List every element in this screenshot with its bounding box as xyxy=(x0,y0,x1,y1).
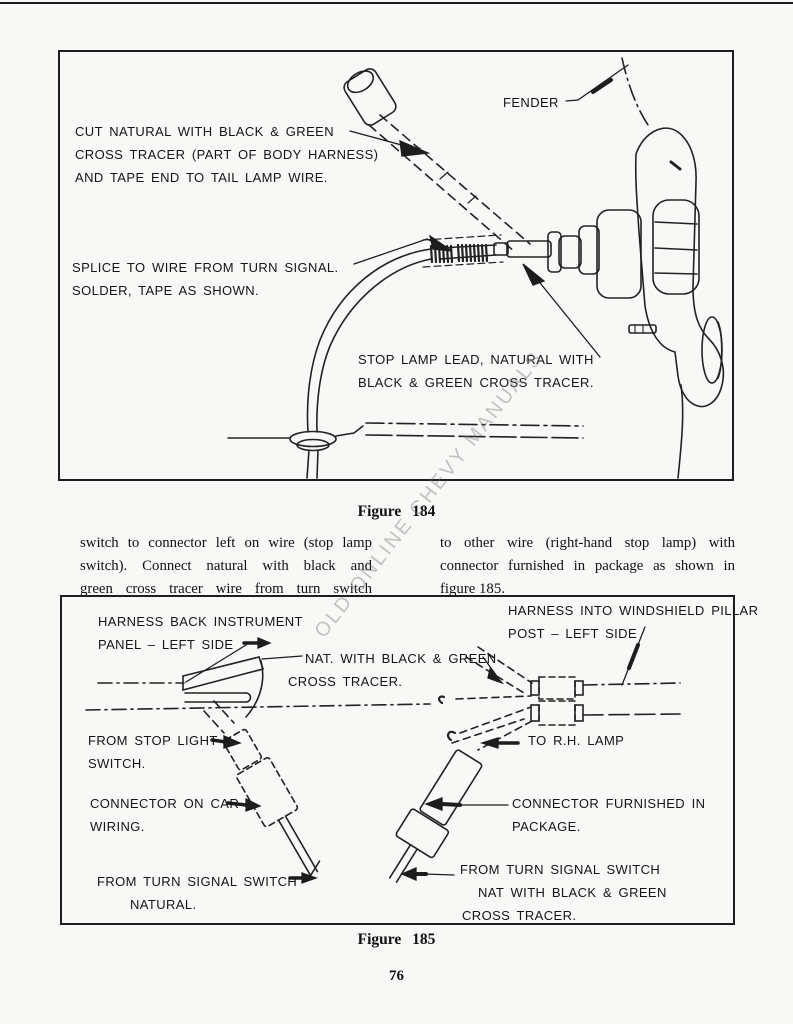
figure-185-drawing xyxy=(85,626,681,884)
figure-185-caption: Figure 185 xyxy=(357,931,436,948)
turn-signal-left-arrow xyxy=(288,872,318,884)
cut-natural-leader xyxy=(349,130,431,157)
windshield-line2: POST – LEFT SIDE xyxy=(508,626,638,641)
nat-tracer-line2: CROSS TRACER. xyxy=(288,674,403,689)
stop-light-label: FROM STOP LIGHT SWITCH. xyxy=(88,729,218,775)
windshield-line1: HARNESS INTO WINDSHIELD PILLAR xyxy=(508,603,759,618)
connector-furnished-in-package xyxy=(388,749,483,883)
splice-line1: SPLICE TO WIRE FROM TURN SIGNAL. xyxy=(72,260,339,275)
right-col-line3: figure 185. xyxy=(440,581,505,597)
to-rh-lamp-arrow xyxy=(479,737,520,749)
figure-184-box: CUT NATURAL WITH BLACK & GREEN CROSS TRA… xyxy=(58,50,734,481)
right-col-line2: connector furnished in package as shown … xyxy=(440,558,735,574)
stop-lamp-line1: STOP LAMP LEAD, NATURAL WITH xyxy=(358,352,594,367)
turn-signal-right-line1: FROM TURN SIGNAL SWITCH xyxy=(460,862,661,877)
stop-light-arrow xyxy=(210,735,242,749)
cut-natural-label: CUT NATURAL WITH BLACK & GREEN CROSS TRA… xyxy=(75,120,378,189)
connector-car-line2: WIRING. xyxy=(90,819,145,834)
stop-lamp-lead-wire xyxy=(306,248,432,479)
right-harness-junction xyxy=(438,646,681,751)
stop-light-line1: FROM STOP LIGHT xyxy=(88,733,218,748)
grommet xyxy=(289,430,337,452)
cut-natural-line3: AND TAPE END TO TAIL LAMP WIRE. xyxy=(75,170,328,185)
taped-wire-end xyxy=(343,68,531,253)
left-harness-junction xyxy=(85,656,431,734)
nat-tracer-line1: NAT. WITH BLACK & GREEN xyxy=(305,651,497,666)
fender-leader xyxy=(565,64,629,102)
scan-edge-line xyxy=(0,2,793,4)
body-text-right-column: to other wire (right-hand stop lamp) wit… xyxy=(440,532,735,601)
connector-car-label: CONNECTOR ON CAR WIRING. xyxy=(90,792,239,838)
stop-lamp-line2: BLACK & GREEN CROSS TRACER. xyxy=(358,375,594,390)
turn-signal-left-line2: NATURAL. xyxy=(130,897,197,912)
connector-pkg-leader xyxy=(424,797,509,811)
connector-pkg-label: CONNECTOR FURNISHED IN PACKAGE. xyxy=(512,792,705,838)
splice-coil xyxy=(422,234,504,268)
connector-pkg-line1: CONNECTOR FURNISHED IN xyxy=(512,796,706,811)
connector-pkg-line2: PACKAGE. xyxy=(512,819,581,834)
left-col-line1: switch to connector left on wire (stop l… xyxy=(80,535,372,551)
harness-back-line1: HARNESS BACK INSTRUMENT xyxy=(98,614,303,629)
harness-back-leader xyxy=(185,637,272,683)
cut-natural-line1: CUT NATURAL WITH BLACK & GREEN xyxy=(75,124,335,139)
body-floor-lines xyxy=(227,422,584,439)
connector-car-arrow xyxy=(226,797,262,812)
cut-natural-line2: CROSS TRACER (PART OF BODY HARNESS) xyxy=(75,147,379,162)
connector-car-line1: CONNECTOR ON CAR xyxy=(90,796,240,811)
left-col-line3: green cross tracer wire from turn switch xyxy=(80,581,372,597)
fender-edge-line xyxy=(621,57,684,479)
body-text-left-column: switch to connector left on wire (stop l… xyxy=(80,532,372,601)
windshield-label: HARNESS INTO WINDSHIELD PILLAR POST – LE… xyxy=(508,599,758,645)
stop-light-line2: SWITCH. xyxy=(88,756,146,771)
figure-184-caption: Figure 184 xyxy=(357,503,436,520)
harness-back-line2: PANEL – LEFT SIDE xyxy=(98,637,234,652)
nat-tracer-right-leader xyxy=(482,656,505,685)
right-col-line1: to other wire (right-hand stop lamp) wit… xyxy=(440,535,735,551)
turn-signal-right-line2: NAT WITH BLACK & GREEN xyxy=(478,885,667,900)
fender-label: FENDER xyxy=(503,95,559,110)
figure-184-drawing xyxy=(227,57,725,479)
turn-signal-right-line3: CROSS TRACER. xyxy=(462,908,577,923)
nat-tracer-left-leader xyxy=(261,655,303,660)
stop-lamp-label: STOP LAMP LEAD, NATURAL WITH BLACK & GRE… xyxy=(358,348,594,394)
turn-signal-right-label: FROM TURN SIGNAL SWITCH NAT WITH BLACK &… xyxy=(460,858,667,927)
nat-tracer-label: NAT. WITH BLACK & GREEN CROSS TRACER. xyxy=(288,647,497,693)
stop-lamp-leader xyxy=(522,263,601,358)
turn-signal-right-arrow xyxy=(400,867,455,881)
harness-back-label: HARNESS BACK INSTRUMENT PANEL – LEFT SID… xyxy=(98,610,303,656)
page-number: 76 xyxy=(389,968,404,984)
windshield-leader xyxy=(621,626,646,686)
splice-leader xyxy=(353,234,453,265)
turn-signal-left-label: FROM TURN SIGNAL SWITCH NATURAL. xyxy=(97,870,297,916)
turn-signal-left-line1: FROM TURN SIGNAL SWITCH xyxy=(97,874,298,889)
tail-lamp-assembly xyxy=(493,127,725,408)
left-col-line2: switch). Connect natural with black and xyxy=(80,558,372,574)
connector-on-car-wiring xyxy=(223,728,321,877)
splice-line2: SOLDER, TAPE AS SHOWN. xyxy=(72,283,260,298)
figure-185-box: HARNESS BACK INSTRUMENT PANEL – LEFT SID… xyxy=(60,595,758,927)
to-rh-lamp-label: TO R.H. LAMP xyxy=(528,733,625,748)
splice-label: SPLICE TO WIRE FROM TURN SIGNAL. SOLDER,… xyxy=(72,256,339,302)
